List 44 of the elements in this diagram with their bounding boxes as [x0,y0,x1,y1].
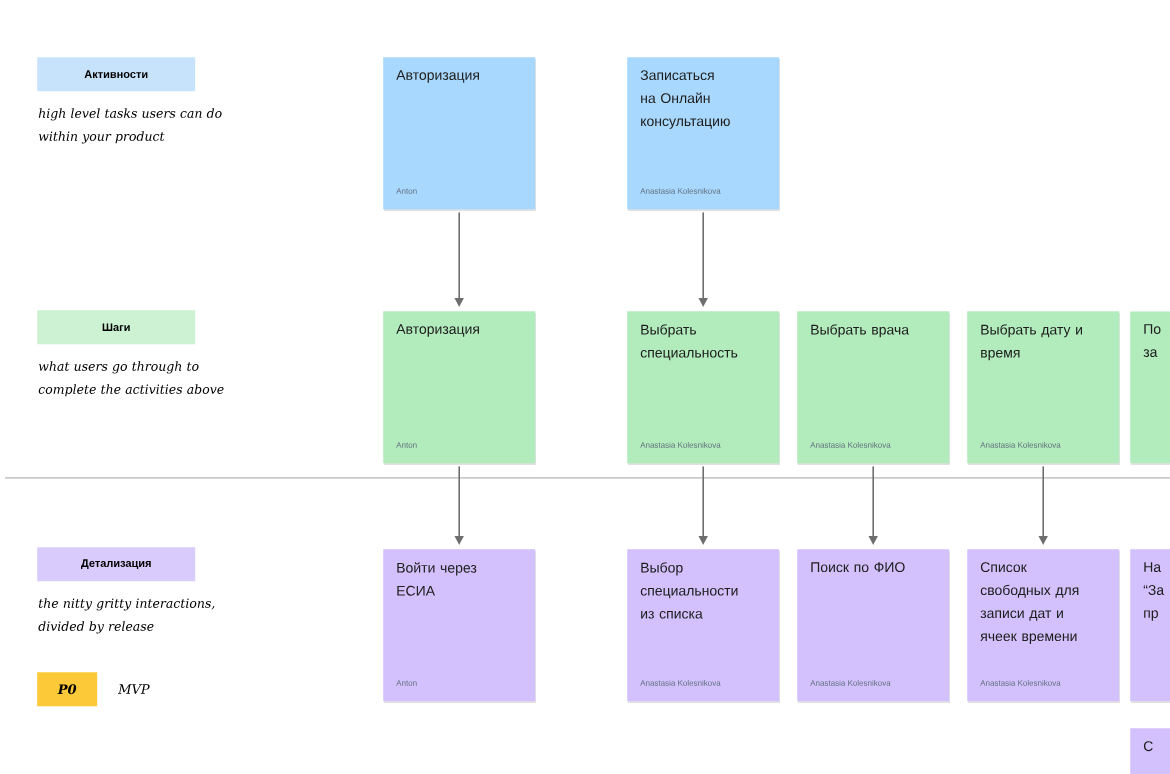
author-name: Anton [396,680,417,686]
release-label: MVP [118,684,150,694]
sticky-note [967,311,1120,465]
sticky-note [627,311,780,465]
note-text: С [1143,741,1153,752]
author-name: Anastasia Kolesnikova [640,187,721,194]
description-text: high level tasks users can do within your product [38,108,222,144]
author-name: Anastasia Kolesnikova [640,679,721,686]
note-text: Выбрать специальность [640,324,738,361]
sticky-note [797,311,950,465]
author-name: Anton [396,442,417,448]
note-text: На “За пр [1143,562,1165,621]
note-text: Войти через ЕСИА [397,562,477,596]
note-text: Авторизация [396,70,479,83]
sticky-note [1130,728,1170,774]
author-name: Anastasia Kolesnikova [980,441,1061,448]
note-text: Авторизация [396,324,479,337]
note-text: Список свободных для записи дат и ячеек времени [980,562,1079,644]
sticky-note [967,549,1120,703]
sticky-note [797,549,950,703]
author-name: Anastasia Kolesnikova [980,679,1061,686]
note-text: Поиск по ФИО [811,562,905,573]
category-tag: Детализация [37,547,196,582]
author-name: Anastasia Kolesnikova [810,679,891,686]
category-tag: Активности [37,57,196,92]
sticky-note [383,57,536,211]
author-name: Anton [396,188,417,194]
note-text: Выбрать врача [811,324,910,338]
sticky-note [1130,311,1170,465]
note-text: Записаться на Онлайн консультацию [640,70,730,129]
author-name: Anastasia Kolesnikova [640,441,721,448]
note-text: Выбор специальности из списка [640,562,738,619]
note-text: Выбрать дату и время [981,324,1082,361]
sticky-note [383,311,536,465]
sticky-note [383,549,536,703]
author-name: Anastasia Kolesnikova [810,441,891,448]
note-text: По за [1143,324,1161,357]
sticky-note [1130,549,1170,703]
category-tag: Шаги [37,310,196,345]
sticky-note [627,549,780,703]
sticky-note [627,57,780,211]
priority-tag: P0 [37,672,98,707]
description-text: the nitty gritty interactions, divided by release [38,598,215,634]
description-text: what users go through to complete the activities above [38,361,224,397]
